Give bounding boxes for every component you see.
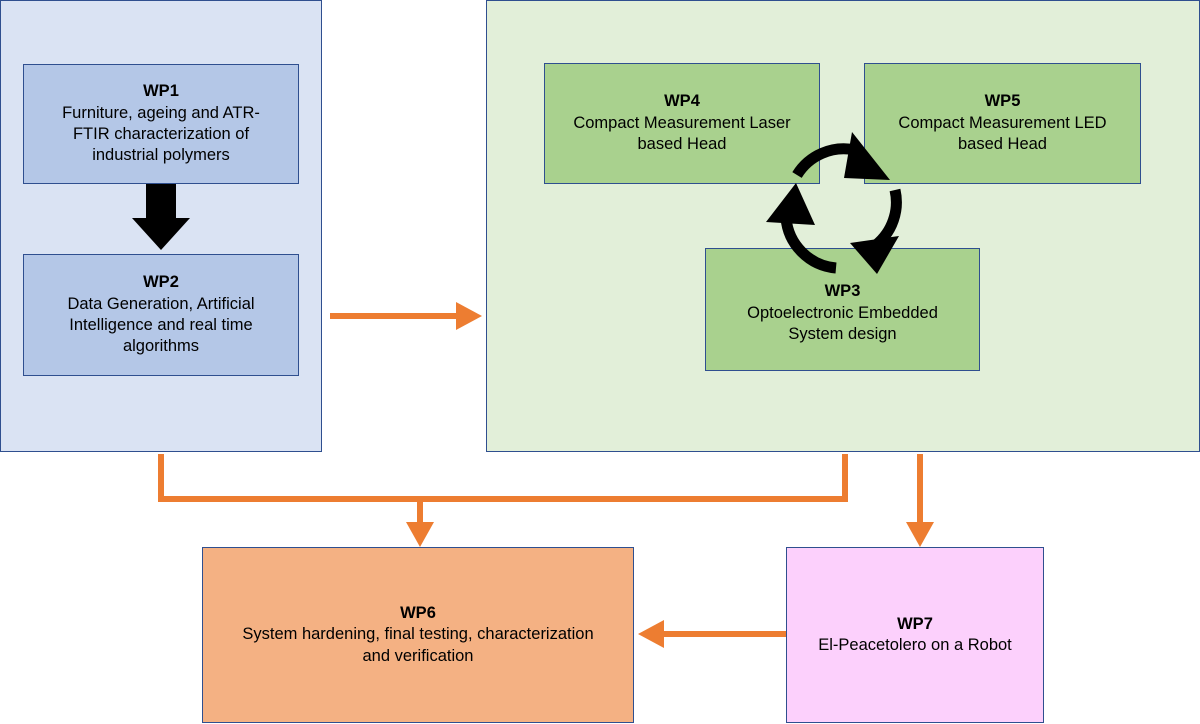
wp4-line: Compact Measurement Laser xyxy=(573,113,791,132)
wp3-box: WP3 Optoelectronic Embedded System desig… xyxy=(705,248,980,371)
wp7-line: El-Peacetolero on a Robot xyxy=(818,636,1012,654)
wp5-line: based Head xyxy=(957,135,1047,154)
wp6-box: WP6 System hardening, final testing, cha… xyxy=(202,547,634,723)
wp7-description: El-Peacetolero on a Robot xyxy=(810,635,1020,656)
wp4-line: based Head xyxy=(637,135,727,154)
wp2-line: algorithms xyxy=(122,337,200,356)
wp4-title: WP4 xyxy=(664,92,700,111)
wp2-line: Data Generation, Artificial xyxy=(67,294,255,313)
wp5-box: WP5 Compact Measurement LED based Head xyxy=(864,63,1141,184)
wp2-line: Intelligence and real time xyxy=(69,316,253,334)
wp4-description: Compact Measurement Laser based Head xyxy=(565,113,798,156)
wp1-line: FTIR characterization of xyxy=(72,125,250,143)
wp1-box: WP1 Furniture, ageing and ATR- FTIR char… xyxy=(23,64,299,184)
wp1-line: Furniture, ageing and ATR- xyxy=(62,103,260,122)
wp3-line: System design xyxy=(788,325,897,344)
wp1-title: WP1 xyxy=(143,82,179,101)
wp1-description: Furniture, ageing and ATR- FTIR characte… xyxy=(54,103,268,167)
wp7-box: WP7 El-Peacetolero on a Robot xyxy=(786,547,1044,723)
wp6-line: and verification xyxy=(362,646,474,665)
wp6-line: System hardening, final testing, charact… xyxy=(242,625,594,644)
wp1-line: industrial polymers xyxy=(92,146,230,165)
wp2-description: Data Generation, Artificial Intelligence… xyxy=(59,294,262,358)
orange-left-arrow xyxy=(638,620,786,648)
black-down-arrow xyxy=(132,184,190,250)
wp4-box: WP4 Compact Measurement Laser based Head xyxy=(544,63,820,184)
wp6-description: System hardening, final testing, charact… xyxy=(234,624,601,667)
wp3-description: Optoelectronic Embedded System design xyxy=(739,303,946,346)
wp6-title: WP6 xyxy=(400,603,436,622)
wp2-title: WP2 xyxy=(143,273,179,292)
wp5-line: Compact Measurement LED xyxy=(898,113,1107,132)
wp5-description: Compact Measurement LED based Head xyxy=(890,113,1114,156)
wp7-title: WP7 xyxy=(897,614,933,633)
wp3-line: Optoelectronic Embedded xyxy=(747,303,938,322)
wp2-box: WP2 Data Generation, Artificial Intellig… xyxy=(23,254,299,376)
orange-right-arrow xyxy=(330,302,482,330)
wp3-title: WP3 xyxy=(824,282,861,301)
wp5-title: WP5 xyxy=(984,92,1021,111)
orange-down-arrow xyxy=(906,454,934,547)
cycle-arrows-icon xyxy=(766,132,902,274)
orange-merge-arrow xyxy=(158,454,848,547)
